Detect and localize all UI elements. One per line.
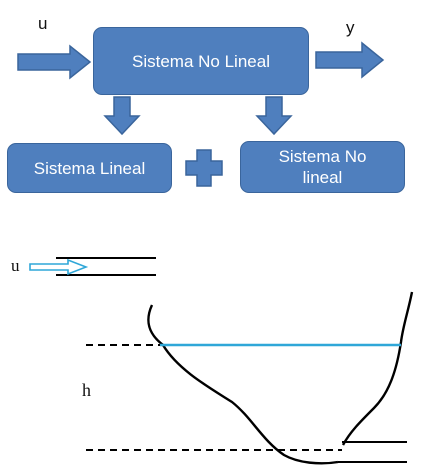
tank-wall-right	[341, 291, 414, 446]
tank-input-label: u	[11, 256, 20, 275]
nonlinear-part-label-line2: lineal	[302, 168, 343, 187]
input-arrow-block	[17, 44, 92, 80]
inlet-flow-arrow	[29, 258, 89, 276]
nonlinear-part-block: Sistema No lineal	[240, 141, 405, 193]
output-arrow-block	[315, 41, 385, 79]
linear-system-label: Sistema Lineal	[33, 158, 146, 178]
linear-system-block: Sistema Lineal	[7, 143, 172, 193]
nonlinear-system-label: Sistema No Lineal	[132, 51, 270, 71]
nonlinear-system-block: Sistema No Lineal	[93, 27, 309, 95]
block-output-label: y	[346, 18, 355, 37]
down-arrow-left	[103, 96, 141, 136]
block-input-label: u	[38, 14, 48, 33]
down-arrow-right	[255, 96, 293, 136]
tank-level-label: h	[82, 380, 91, 400]
tank-wall-left	[147, 304, 339, 465]
nonlinear-part-label-line1: Sistema No	[278, 147, 367, 166]
plus-icon	[185, 149, 223, 187]
